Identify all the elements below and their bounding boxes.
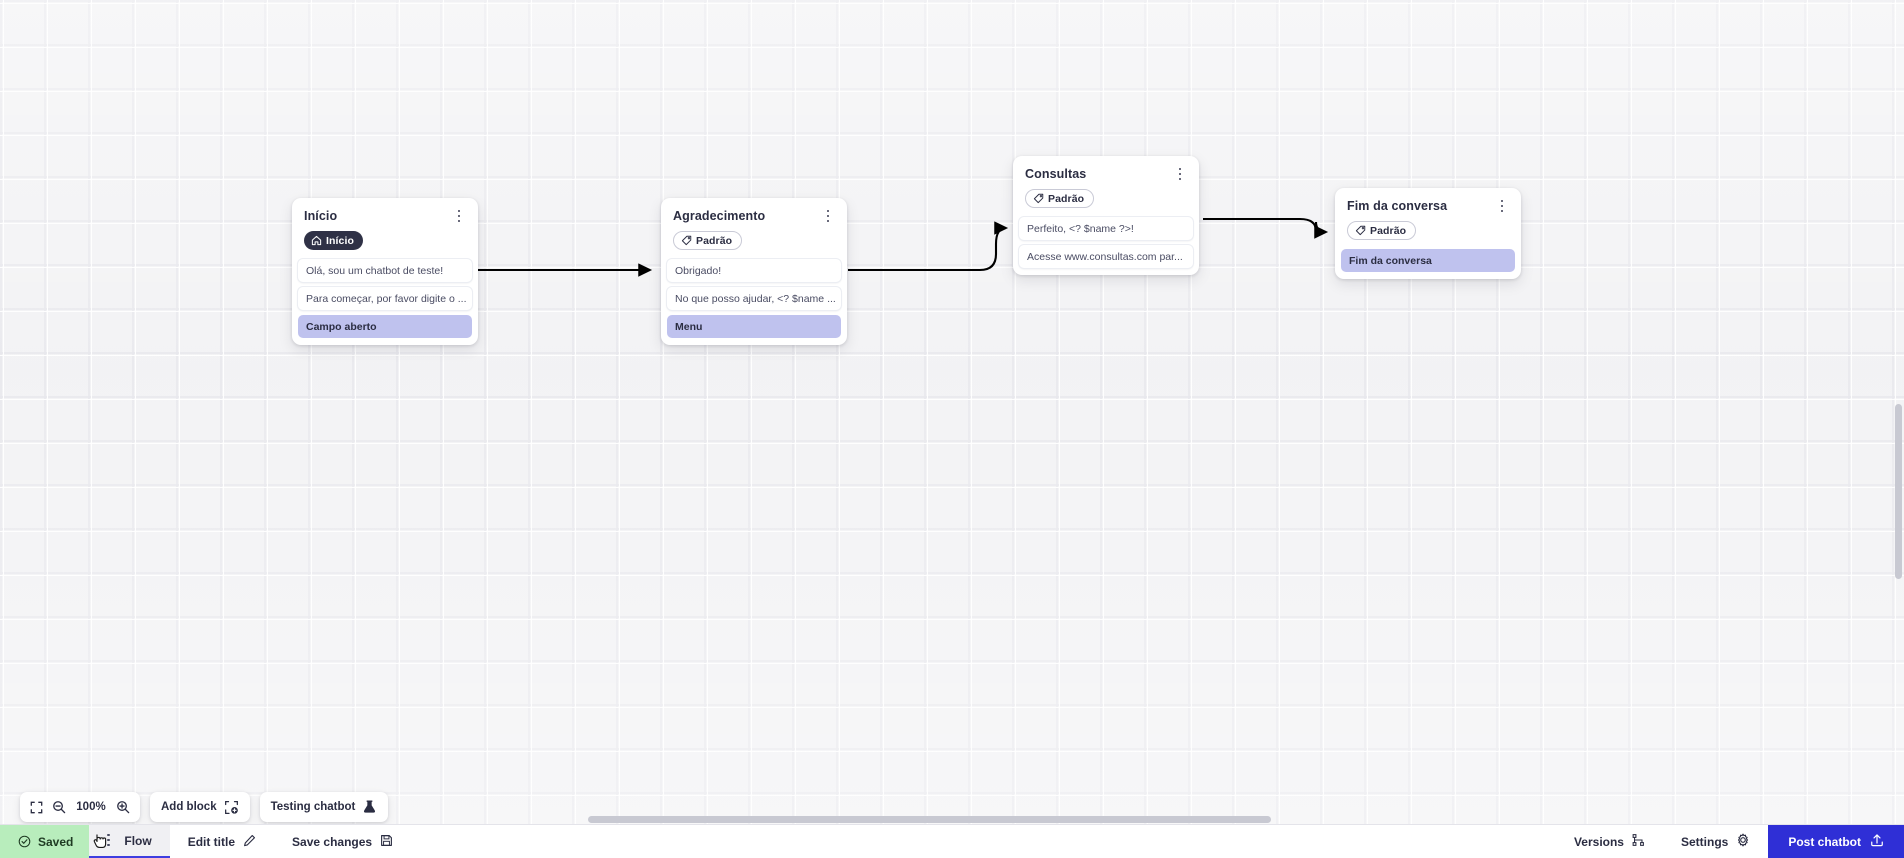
node-tag-inicio[interactable]: Início — [304, 231, 364, 250]
save-changes-label: Save changes — [292, 834, 373, 849]
node-tag-padrao[interactable]: Padrão — [1025, 189, 1095, 208]
flow-canvas[interactable]: Início Início Olá, sou um chatbot de tes… — [0, 0, 1904, 824]
node-header: Início — [292, 198, 478, 224]
node-tag-label: Padrão — [1048, 192, 1085, 205]
testing-chatbot-button[interactable]: Testing chatbot — [259, 792, 389, 822]
versions-label: Versions — [1573, 834, 1624, 849]
zoom-level-label: 100% — [76, 801, 106, 813]
edit-title-button[interactable]: Edit title — [170, 825, 274, 858]
home-icon — [311, 235, 322, 246]
tab-flow-label: Flow — [124, 833, 152, 848]
vertical-scrollbar-thumb[interactable] — [1895, 404, 1902, 579]
node-tag-row: Padrão — [661, 224, 847, 259]
node-tag-row: Padrão — [1335, 214, 1521, 249]
node-row-action[interactable]: Fim da conversa — [1341, 249, 1515, 272]
horizontal-scrollbar[interactable] — [0, 814, 1904, 824]
testing-chatbot-label: Testing chatbot — [270, 801, 356, 813]
flow-tab-menu-icon[interactable] — [101, 832, 115, 848]
zoom-in-icon[interactable] — [116, 800, 130, 814]
bottom-bar: Saved Flow Edit title Save changes Versi… — [0, 824, 1904, 858]
node-row-message[interactable]: Para começar, por favor digite o ... — [298, 287, 472, 310]
zoom-controls: 100% — [20, 792, 140, 822]
node-title: Início — [304, 209, 338, 223]
node-row-message[interactable]: Perfeito, <? $name ?>! — [1019, 217, 1193, 240]
node-tag-label: Padrão — [1370, 224, 1407, 237]
vertical-scrollbar[interactable] — [1894, 0, 1904, 824]
node-row-message[interactable]: Acesse www.consultas.com par... — [1019, 245, 1193, 268]
bottom-bar-right: Versions Settings Post chatbot — [1556, 825, 1904, 858]
branch-icon — [1632, 833, 1645, 850]
post-chatbot-button[interactable]: Post chatbot — [1768, 825, 1904, 858]
node-header: Consultas — [1013, 156, 1199, 182]
edit-title-label: Edit title — [187, 834, 236, 849]
node-tag-label: Padrão — [696, 234, 733, 247]
tab-flow[interactable]: Flow — [89, 825, 170, 858]
node-menu-icon[interactable] — [821, 208, 835, 224]
node-row-action[interactable]: Campo aberto — [298, 315, 472, 338]
node-row-message[interactable]: Obrigado! — [667, 259, 841, 282]
saved-status-label: Saved — [38, 834, 74, 849]
node-tag-padrao[interactable]: Padrão — [673, 231, 743, 250]
tag-icon — [1355, 225, 1366, 236]
node-rows: Perfeito, <? $name ?>! Acesse www.consul… — [1013, 217, 1199, 268]
node-rows: Olá, sou um chatbot de teste! Para começ… — [292, 259, 478, 338]
upload-icon — [1870, 833, 1884, 850]
node-menu-icon[interactable] — [1173, 166, 1187, 182]
saved-status-badge: Saved — [0, 825, 90, 858]
edge-consultas-fim — [1203, 217, 1329, 239]
tag-icon — [1033, 193, 1044, 204]
node-tag-row: Início — [292, 224, 478, 259]
tag-icon — [681, 235, 692, 246]
node-tag-padrao[interactable]: Padrão — [1347, 221, 1417, 240]
fit-screen-icon[interactable] — [30, 801, 43, 814]
add-block-label: Add block — [161, 801, 217, 813]
node-menu-icon[interactable] — [452, 208, 466, 224]
post-chatbot-label: Post chatbot — [1788, 834, 1861, 849]
flow-node-fim-da-conversa[interactable]: Fim da conversa Padrão Fim da conversa — [1335, 188, 1521, 279]
settings-button[interactable]: Settings — [1663, 825, 1768, 858]
node-tag-label: Início — [326, 234, 355, 247]
settings-label: Settings — [1680, 834, 1729, 849]
node-title: Fim da conversa — [1347, 199, 1448, 213]
edge-agradecimento-consultas — [848, 221, 1009, 272]
add-block-icon — [224, 800, 239, 815]
node-tag-row: Padrão — [1013, 182, 1199, 217]
horizontal-scrollbar-thumb[interactable] — [588, 816, 1271, 823]
node-title: Agradecimento — [673, 209, 766, 223]
add-block-button[interactable]: Add block — [150, 792, 250, 822]
versions-button[interactable]: Versions — [1556, 825, 1663, 858]
node-header: Fim da conversa — [1335, 188, 1521, 214]
zoom-out-icon[interactable] — [52, 800, 66, 814]
gear-icon — [1736, 833, 1750, 850]
node-row-message[interactable]: Olá, sou um chatbot de teste! — [298, 259, 472, 282]
flow-node-agradecimento[interactable]: Agradecimento Padrão Obrigado! No que po… — [661, 198, 847, 345]
node-rows: Obrigado! No que posso ajudar, <? $name … — [661, 259, 847, 338]
node-row-action[interactable]: Menu — [667, 315, 841, 338]
check-circle-icon — [18, 835, 31, 848]
pencil-icon — [243, 834, 256, 850]
flow-node-consultas[interactable]: Consultas Padrão Perfeito, <? $name ?>! … — [1013, 156, 1199, 275]
node-rows: Fim da conversa — [1335, 249, 1521, 272]
floppy-disk-icon — [380, 834, 393, 850]
node-menu-icon[interactable] — [1495, 198, 1509, 214]
save-changes-button[interactable]: Save changes — [274, 825, 411, 858]
canvas-toolbar: 100% Add block Testing chatbot — [20, 792, 389, 822]
node-row-message[interactable]: No que posso ajudar, <? $name ... — [667, 287, 841, 310]
node-header: Agradecimento — [661, 198, 847, 224]
node-title: Consultas — [1025, 167, 1087, 181]
flask-icon — [362, 799, 377, 815]
flow-connectors — [478, 217, 1329, 277]
flow-node-inicio[interactable]: Início Início Olá, sou um chatbot de tes… — [292, 198, 478, 345]
